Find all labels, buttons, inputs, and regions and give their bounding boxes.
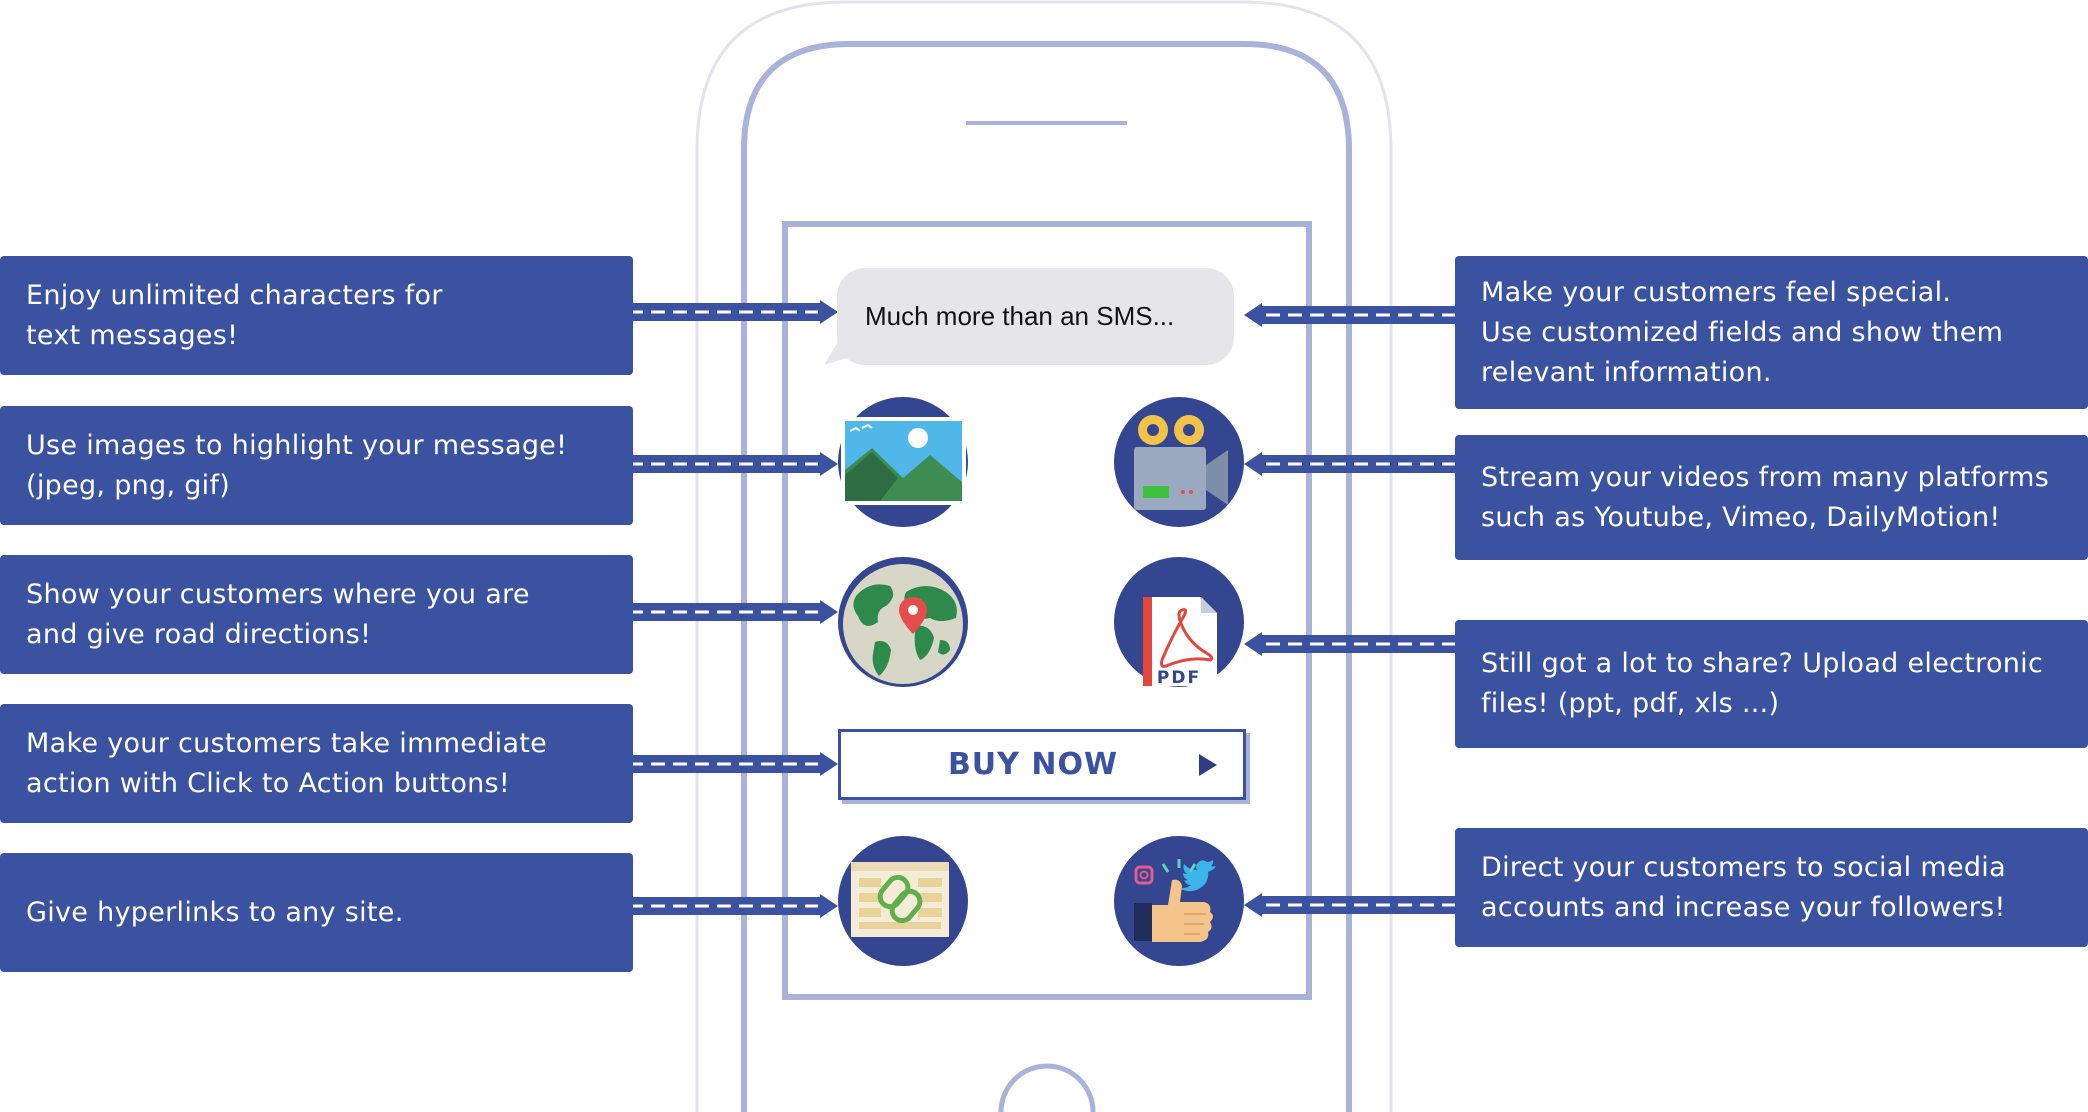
social-media-icon xyxy=(1114,836,1244,966)
panel-line: accounts and increase your followers! xyxy=(1481,891,2006,923)
pdf-icon-label: PDF xyxy=(1157,668,1201,688)
panel-line: text messages! xyxy=(26,319,239,351)
phone-inner-frame xyxy=(741,41,1352,1112)
feature-panel-location: Show your customers where you are and gi… xyxy=(0,555,633,674)
feature-panel-action-buttons: Make your customers take immediate actio… xyxy=(0,704,633,823)
panel-line: Show your customers where you are xyxy=(26,578,530,610)
pdf-file-icon: PDF xyxy=(1114,557,1244,688)
connector-right-4 xyxy=(1244,893,1455,917)
message-bubble-text: Much more than an SMS... xyxy=(865,301,1175,331)
buy-now-label: BUY NOW xyxy=(947,747,1119,782)
connector-left-5 xyxy=(629,894,838,918)
panel-line: such as Youtube, Vimeo, DailyMotion! xyxy=(1481,501,2001,533)
panel-line: relevant information. xyxy=(1481,356,1772,388)
panel-line: files! (ppt, pdf, xls ...) xyxy=(1481,688,1780,719)
globe-map-icon xyxy=(838,557,968,687)
hyperlink-icon xyxy=(838,836,968,966)
feature-panel-unlimited-text: Enjoy unlimited characters for text mess… xyxy=(0,256,633,375)
panel-line: Give hyperlinks to any site. xyxy=(26,896,404,928)
feature-panel-files: Still got a lot to share? Upload electro… xyxy=(1455,620,2088,748)
panel-line: Enjoy unlimited characters for xyxy=(26,279,443,311)
connector-right-1 xyxy=(1244,303,1455,327)
connector-left-1 xyxy=(629,300,838,324)
message-bubble: Much more than an SMS... xyxy=(837,268,1234,365)
home-button xyxy=(998,1063,1096,1112)
connector-left-4 xyxy=(629,752,838,776)
panel-line: Use customized fields and show them xyxy=(1481,316,2004,348)
video-camera-icon xyxy=(1114,397,1244,527)
feature-panel-custom-fields: Make your customers feel special. Use cu… xyxy=(1455,256,2088,409)
panel-line: action with Click to Action buttons! xyxy=(26,767,511,799)
connector-left-2 xyxy=(629,452,838,476)
feature-panel-hyperlinks: Give hyperlinks to any site. xyxy=(0,853,633,972)
panel-line: and give road directions! xyxy=(26,618,372,650)
feature-panel-video: Stream your videos from many platforms s… xyxy=(1455,435,2088,560)
panel-line: Make your customers feel special. xyxy=(1481,276,1952,308)
panel-line: Make your customers take immediate xyxy=(26,727,548,759)
connector-right-3 xyxy=(1244,632,1455,656)
panel-line: Use images to highlight your message! xyxy=(26,429,568,461)
feature-panel-images: Use images to highlight your message! (j… xyxy=(0,406,633,525)
panel-line: Stream your videos from many platforms xyxy=(1481,461,2050,493)
panel-line: (jpeg, png, gif) xyxy=(26,469,231,501)
panel-line: Still got a lot to share? Upload electro… xyxy=(1481,648,2044,679)
play-arrow-icon xyxy=(1199,754,1217,776)
connector-right-2 xyxy=(1244,452,1455,476)
buy-now-button[interactable]: BUY NOW xyxy=(838,729,1246,800)
phone-outer-outline xyxy=(695,0,1393,1112)
image-icon xyxy=(838,397,968,527)
feature-panel-social-media: Direct your customers to social media ac… xyxy=(1455,828,2088,947)
panel-line: Direct your customers to social media xyxy=(1481,851,2006,883)
connector-left-3 xyxy=(629,600,838,624)
